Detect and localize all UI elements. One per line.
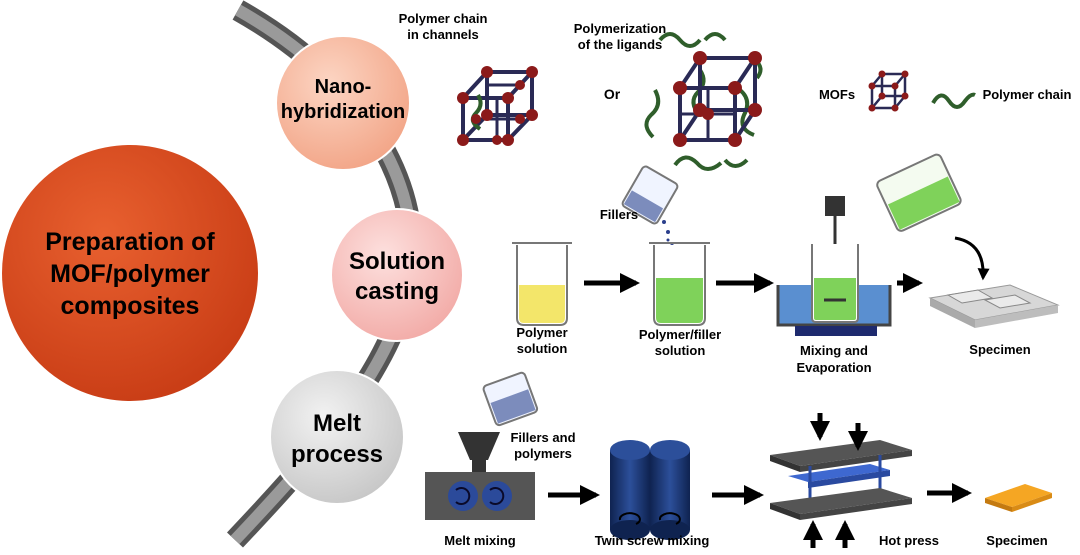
solution-specimen-plate <box>928 284 1060 328</box>
melt-specimen-label: Specimen <box>986 533 1048 548</box>
melt-mixer <box>425 432 535 520</box>
polymer-filler-label-2: solution <box>654 343 706 358</box>
hot-press-label: Hot press <box>879 533 939 548</box>
melt-mixing-label: Melt mixing <box>444 533 516 548</box>
polymer-solution-label-2: solution <box>516 341 568 356</box>
fillers-polymers-label-1: Fillers and <box>510 430 576 445</box>
melt-label-line1: Melt <box>313 410 361 437</box>
polymer-solution-label-1: Polymer <box>516 325 568 340</box>
solution-label-line2: casting <box>354 278 440 305</box>
pouring-beaker <box>876 153 962 232</box>
solution-circle <box>330 208 464 342</box>
mixing-apparatus <box>776 196 892 336</box>
press-arrows <box>803 413 868 548</box>
mixing-label-2: Evaporation <box>796 360 872 375</box>
nano-circle <box>275 35 411 171</box>
nano-label-line1: Nano- <box>314 76 372 98</box>
filler-beaker-top <box>621 165 679 225</box>
polymer-chain-channels-label-2: in channels <box>407 27 479 42</box>
legend-mofs-label: MOFs <box>818 87 856 102</box>
melt-specimen <box>985 484 1052 512</box>
beaker-polymer-filler <box>649 242 710 326</box>
fillers-label: Fillers <box>599 207 639 222</box>
mof-nodes-1 <box>457 66 538 146</box>
main-title-line3: composites <box>60 292 200 320</box>
legend-mof-icon <box>868 70 909 112</box>
melt-label-line2: process <box>290 441 384 468</box>
or-label: Or <box>603 86 621 102</box>
main-title-line2: MOF/polymer <box>50 260 210 288</box>
twin-screw-rollers <box>610 440 690 540</box>
main-circle <box>2 145 258 401</box>
polymerization-label-2: of the ligands <box>577 37 663 52</box>
melt-filler-beaker <box>482 371 539 427</box>
solution-label-line1: Solution <box>349 248 445 275</box>
polymer-filler-label-1: Polymer/filler <box>638 327 722 342</box>
melt-circle <box>269 369 405 505</box>
twin-screw-label: Twin screw mixing <box>594 533 710 548</box>
solution-specimen-label: Specimen <box>969 342 1031 357</box>
beaker-polymer-solution <box>512 242 572 326</box>
main-title-line1: Preparation of <box>45 228 215 256</box>
mixing-label-1: Mixing and <box>800 343 868 358</box>
polymer-chain-channels-label-1: Polymer chain <box>398 11 488 26</box>
mof-cube-ligands <box>644 32 763 171</box>
polymerization-label-1: Polymerization <box>573 21 667 36</box>
fillers-polymers-label-2: polymers <box>514 446 572 461</box>
legend-polymer-chain-label: Polymer chain <box>982 87 1072 102</box>
hot-press <box>770 440 912 520</box>
legend-polymer-icon <box>931 92 976 109</box>
nano-label-line2: hybridization <box>280 101 406 123</box>
